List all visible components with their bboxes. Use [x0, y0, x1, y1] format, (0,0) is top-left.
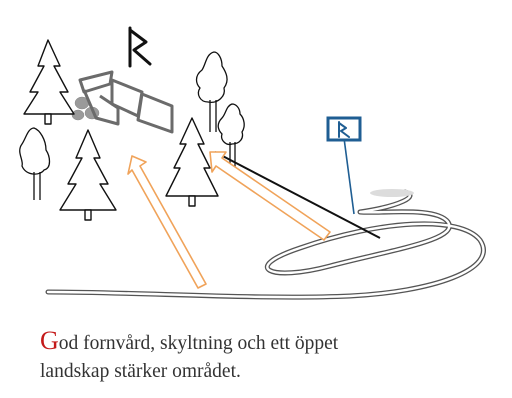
ridge-line: [214, 151, 381, 239]
caption: God fornvård, skyltning och ett öppet la…: [40, 327, 500, 386]
deciduous-tree-icon: [19, 127, 51, 200]
rune-r-icon: [128, 26, 152, 68]
caption-initial: G: [40, 326, 59, 355]
deciduous-tree-icon: [195, 51, 228, 132]
pine-tree-icon: [165, 117, 219, 207]
caption-line1: od fornvård, skyltning och ett öppet: [58, 333, 339, 354]
view-arrow-icon: [127, 155, 207, 289]
landscape-illustration: [19, 26, 486, 300]
winding-path: [45, 189, 486, 300]
stones: [71, 96, 100, 121]
caption-line2: landskap stärker området.: [40, 361, 241, 382]
sign-r-icon: [326, 116, 362, 215]
path-shadow: [370, 189, 414, 197]
pine-tree-icon: [59, 129, 117, 221]
pine-tree-icon: [23, 39, 75, 125]
stone-settings: [78, 70, 174, 134]
view-arrow-icon: [209, 151, 331, 241]
winding-path-inner: [46, 190, 485, 299]
